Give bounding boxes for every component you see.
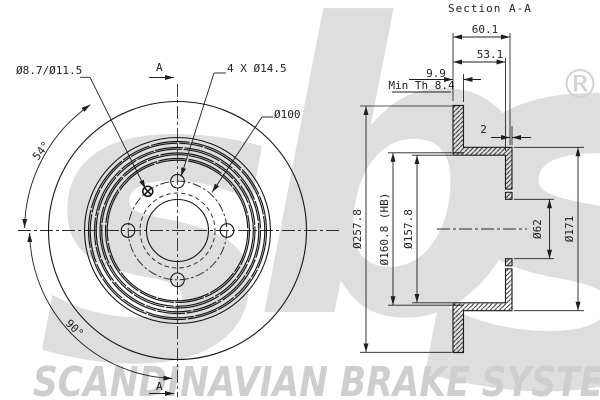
section-view: Section A-A xyxy=(351,2,584,354)
dim-inner-height-label: 53.1 xyxy=(477,48,504,61)
dim-bore-dia: Ø62 xyxy=(531,199,552,259)
locating-hole-icon xyxy=(142,185,154,198)
bolt-hole-label: 4 X Ø14.5 xyxy=(227,62,287,75)
bolt-hole-top xyxy=(170,173,185,189)
dia-inner-label: Ø157.8 xyxy=(402,209,415,249)
dim-step-label: 2 xyxy=(480,123,487,136)
banner-watermark: SCANDINAVIAN BRAKE SYSTEMS xyxy=(33,358,600,400)
outer-diameter-circle xyxy=(47,100,308,361)
watermark-layer: s b s ® SCANDINAVIAN BRAKE SYSTEMS xyxy=(33,0,600,400)
dia-hat-brim-label: Ø160.8 (HB) xyxy=(378,193,391,266)
pcd-label: Ø100 xyxy=(274,108,301,121)
section-title: Section A-A xyxy=(448,2,532,15)
angle-54-arc xyxy=(22,104,91,229)
dia-bore-label: Ø62 xyxy=(531,219,544,239)
bolt-hole-right xyxy=(219,223,235,238)
dim-overall-label: 60.1 xyxy=(472,23,499,36)
dim-step: 2 xyxy=(480,123,531,140)
section-cut-letter-top: A xyxy=(156,61,163,74)
angle-90-arc xyxy=(27,232,173,381)
dim-overall-height: 60.1 xyxy=(453,23,510,40)
dim-hat-brim-dia: Ø160.8 (HB) xyxy=(378,152,396,306)
dia-flange-label: Ø171 xyxy=(563,216,576,243)
section-cut-bottom: A xyxy=(149,380,174,396)
dim-inner-dia: Ø157.8 xyxy=(402,155,420,303)
hidden-hub-circle xyxy=(139,192,216,269)
dim-thickness-label: 9.9 xyxy=(426,67,446,80)
dia-outer-label: Ø257.8 xyxy=(351,209,364,249)
section-upper-half xyxy=(452,104,513,200)
min-thickness-note: Min Th 8.4 xyxy=(388,79,455,93)
min-thickness-label: Min Th 8.4 xyxy=(388,79,455,92)
machined-grooves xyxy=(87,140,268,321)
bolt-hole-leader: 4 X Ø14.5 xyxy=(180,62,287,177)
flange-step-top xyxy=(505,188,513,193)
registered-mark-icon: ® xyxy=(560,62,600,108)
dim-flange-dia: Ø171 xyxy=(563,147,581,311)
section-cut-top: A xyxy=(149,61,174,80)
hub-hole-leader: Ø8.7/Ø11.5 xyxy=(16,64,146,190)
flange-step-bottom xyxy=(505,265,513,270)
hub-hole-label: Ø8.7/Ø11.5 xyxy=(16,64,82,77)
section-lower-half xyxy=(452,258,513,354)
dim-inner-height: 53.1 xyxy=(453,48,506,65)
pcd-leader: Ø100 xyxy=(211,108,301,193)
friction-band-outer-circle xyxy=(83,136,272,325)
dim-thickness: 9.9 xyxy=(409,67,481,82)
section-cut-letter-bottom: A xyxy=(156,380,163,393)
center-bore-circle xyxy=(145,198,210,263)
dim-outer-dia: Ø257.8 xyxy=(351,106,369,353)
bolt-circle xyxy=(127,180,228,281)
